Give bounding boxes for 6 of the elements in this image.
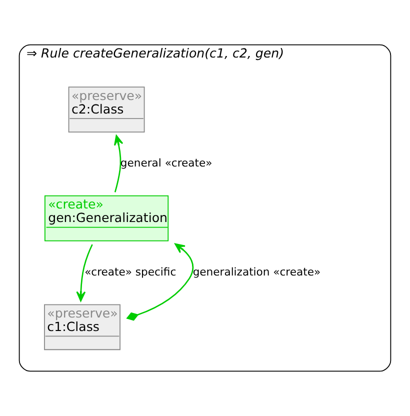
edge-label: general «create» (120, 156, 212, 170)
edge-label: generalization «create» (192, 266, 321, 279)
arrow (114, 135, 124, 192)
arrow (76, 244, 93, 302)
arrow (126, 243, 194, 321)
edge-label: «create» specific (84, 266, 176, 279)
